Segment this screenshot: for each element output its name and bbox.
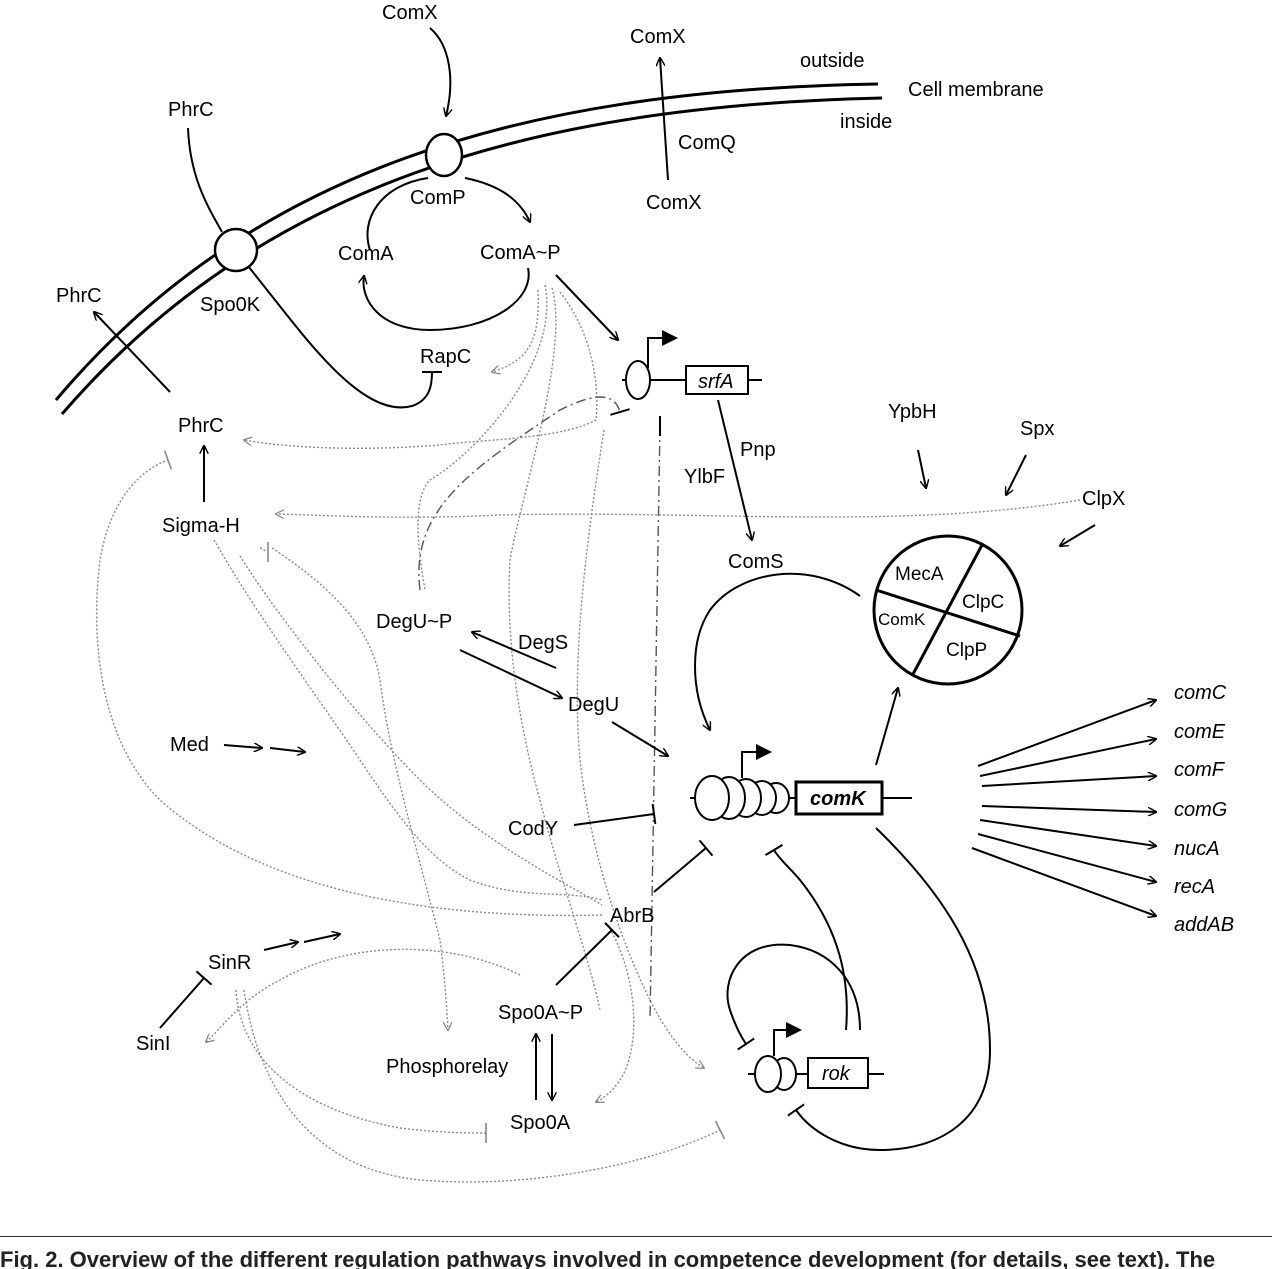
label-pnp: Pnp — [740, 439, 776, 461]
label-rok: rok — [822, 1063, 851, 1085]
label-phosphorelay: Phosphorelay — [386, 1056, 508, 1078]
label-cell-membrane: Cell membrane — [908, 79, 1044, 101]
spo0k-receptor — [213, 227, 259, 273]
label-phrc-top: PhrC — [168, 99, 214, 121]
meca-clpc-clpp-complex — [872, 534, 1024, 686]
label-degup: DegU~P — [376, 611, 452, 633]
comp-receptor — [424, 132, 464, 178]
label-phrc-out: PhrC — [56, 285, 102, 307]
label-comp: ComP — [410, 187, 466, 209]
label-come: comE — [1174, 721, 1226, 743]
label-degu: DegU — [568, 694, 619, 716]
label-meca: MecA — [895, 564, 944, 585]
label-sigmah: Sigma-H — [162, 515, 240, 537]
dashdot-regulation-lines — [418, 396, 661, 1021]
label-degs: DegS — [518, 632, 568, 654]
label-ylbf: YlbF — [684, 466, 725, 488]
label-sinr: SinR — [208, 952, 251, 974]
cell-membrane — [54, 82, 883, 415]
label-comc: comC — [1174, 682, 1227, 704]
label-reca: recA — [1174, 876, 1215, 898]
label-phrc-in: PhrC — [178, 415, 224, 437]
label-clpx: ClpX — [1082, 488, 1125, 510]
label-addab: addAB — [1174, 914, 1234, 936]
label-comq: ComQ — [678, 132, 736, 154]
label-abrb: AbrB — [610, 905, 654, 927]
solid-regulation-lines — [94, 27, 1156, 1152]
figure-caption: Fig. 2. Overview of the different regula… — [0, 1236, 1272, 1269]
label-clpc: ClpC — [962, 592, 1004, 613]
comk-gene — [690, 744, 912, 821]
label-spo0k: Spo0K — [200, 294, 261, 316]
label-sini: SinI — [136, 1033, 170, 1055]
label-comg: comG — [1174, 799, 1227, 821]
dotted-regulation-lines — [95, 284, 1081, 1183]
label-comk-disc: ComK — [878, 610, 926, 629]
label-coma: ComA — [338, 243, 394, 265]
label-srfa: srfA — [698, 371, 734, 393]
label-spo0a: Spo0A — [510, 1112, 571, 1134]
label-comx-in: ComX — [646, 192, 702, 214]
label-outside: outside — [800, 50, 865, 72]
label-nuca: nucA — [1174, 838, 1220, 860]
label-ypbh: YpbH — [888, 401, 937, 423]
label-spo0ap: Spo0A~P — [498, 1002, 583, 1024]
label-inside: inside — [840, 111, 892, 133]
label-comx-top: ComX — [382, 2, 438, 24]
diagram-labels: ComX ComX outside Cell membrane inside C… — [56, 2, 1234, 1134]
label-cody: CodY — [508, 818, 558, 840]
competence-regulation-diagram: ComX ComX outside Cell membrane inside C… — [54, 2, 1234, 1183]
label-comx-out: ComX — [630, 26, 686, 48]
label-coms: ComS — [728, 551, 784, 573]
caption-text: Fig. 2. Overview of the different regula… — [0, 1247, 1216, 1269]
rok-gene — [748, 1022, 884, 1093]
srfa-gene — [622, 330, 762, 400]
label-clpp: ClpP — [946, 640, 987, 661]
label-med: Med — [170, 734, 209, 756]
label-comf: comF — [1174, 759, 1226, 781]
label-comk-gene: comK — [810, 788, 867, 810]
label-spx: Spx — [1020, 418, 1054, 440]
label-rapc: RapC — [420, 346, 471, 368]
label-comap: ComA~P — [480, 242, 561, 264]
